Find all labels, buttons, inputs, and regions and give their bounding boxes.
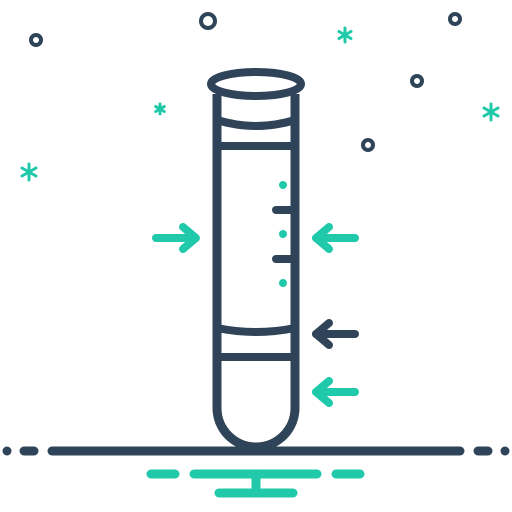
sparkle-circle [410, 74, 424, 88]
sparkle-circle [199, 12, 217, 30]
tube-top-band [213, 116, 299, 150]
sparkle-circle [448, 12, 462, 26]
tube-base-shadow [146, 469, 365, 498]
tube-rim [207, 68, 305, 100]
arrow-left-icon [312, 223, 359, 253]
sparkle-stars [20, 26, 500, 182]
sparkle-star-icon [154, 102, 166, 116]
sparkle-circle [29, 33, 43, 47]
measurement-marks [272, 181, 296, 287]
test-tube [207, 68, 305, 452]
sparkle-circle [361, 138, 375, 152]
arrows [152, 223, 359, 407]
sparkle-circles [29, 12, 462, 152]
sparkle-star-icon [482, 102, 500, 122]
arrow-left-icon [312, 377, 359, 407]
sparkle-star-icon [337, 26, 353, 44]
sparkle-star-icon [20, 162, 38, 182]
arrow-left-icon [312, 319, 359, 349]
arrow-right-icon [152, 223, 200, 253]
tube-lower-band [213, 324, 299, 361]
